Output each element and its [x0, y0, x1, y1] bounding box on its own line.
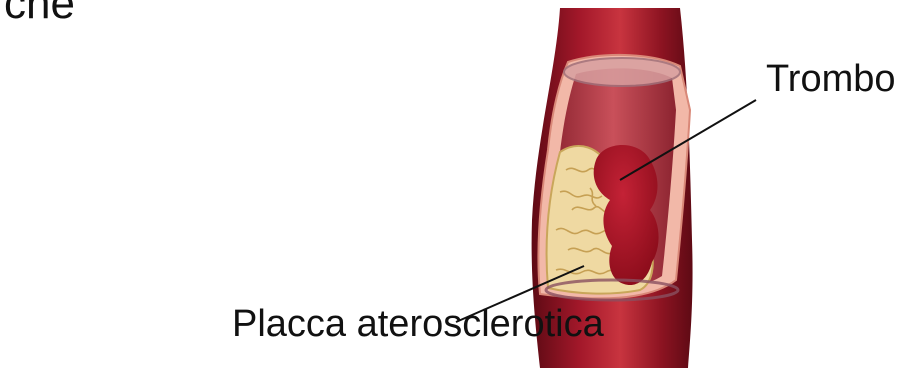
plaque-label: Placca aterosclerotica: [232, 305, 604, 343]
vessel-top-rim: [564, 58, 680, 86]
thrombus-label: Trombo: [766, 60, 896, 98]
